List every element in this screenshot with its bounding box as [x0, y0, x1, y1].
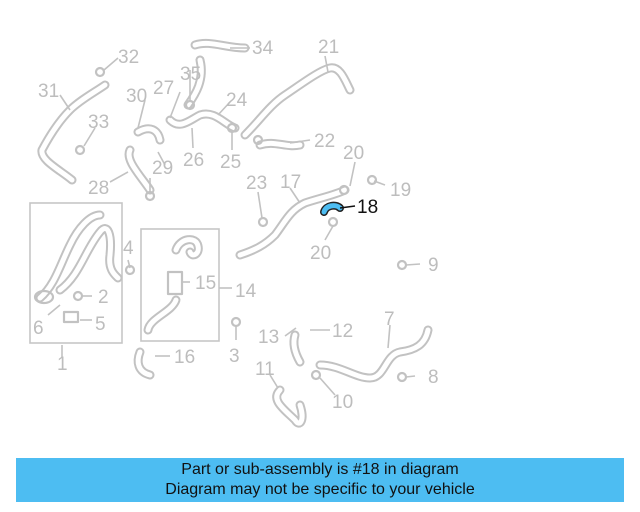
callout-labels: 1 2 3 4 5 6 7 8 9 10 11 12 13 14 15 16 1…: [33, 37, 439, 413]
callout-17: 17: [280, 172, 301, 193]
callout-29: 29: [152, 158, 173, 179]
hose-11-drawing: [272, 385, 307, 428]
callout-10: 10: [332, 392, 353, 413]
callout-11: 11: [255, 359, 275, 380]
hose-24-drawing: [165, 38, 250, 133]
callout-20-bottom: 20: [310, 243, 331, 264]
callout-7: 7: [384, 309, 395, 330]
callout-15: 15: [195, 273, 216, 294]
assembly-box-1: [29, 202, 123, 344]
hose-1-drawing: [33, 210, 123, 324]
callout-8: 8: [428, 367, 439, 388]
callout-9: 9: [428, 255, 439, 276]
callout-16: 16: [174, 347, 195, 368]
callout-22: 22: [314, 131, 335, 152]
callout-12: 12: [332, 321, 353, 342]
hose-13-drawing: [289, 330, 305, 367]
banner-part-text: Part or sub-assembly is #18 in diagram: [181, 461, 459, 478]
callout-33: 33: [88, 112, 109, 133]
callout-27: 27: [153, 78, 174, 99]
callout-1: 1: [57, 354, 68, 375]
callout-34: 34: [252, 38, 274, 59]
callout-6: 6: [33, 318, 44, 339]
callout-14: 14: [235, 281, 257, 302]
callout-4: 4: [123, 238, 134, 259]
info-banner: Part or sub-assembly is #18 in diagram D…: [16, 458, 624, 502]
callout-13: 13: [258, 327, 279, 348]
callout-35: 35: [180, 64, 201, 85]
callout-30: 30: [126, 86, 147, 107]
part-18-highlighted[interactable]: [320, 201, 344, 216]
callout-24: 24: [226, 90, 248, 111]
hose-28-drawing: [124, 124, 165, 195]
banner-disclaimer-text: Diagram may not be specific to your vehi…: [165, 481, 475, 498]
callout-20-top: 20: [343, 143, 364, 164]
callout-25: 25: [220, 152, 241, 173]
leader-lines: [47, 47, 421, 396]
hose-16-drawing: [133, 347, 155, 380]
callout-21: 21: [318, 37, 339, 58]
hose-7-drawing: [315, 325, 433, 383]
callout-3: 3: [229, 346, 240, 367]
hose-14-drawing: [143, 235, 203, 335]
callout-26: 26: [183, 150, 204, 171]
assembly-box-14: [140, 228, 220, 342]
callout-32: 32: [118, 47, 139, 68]
clamps: [72, 66, 408, 383]
callout-31: 31: [38, 81, 59, 102]
callout-19: 19: [390, 180, 411, 201]
hose-21-drawing: [240, 63, 355, 151]
callout-2: 2: [98, 287, 109, 308]
callout-23: 23: [246, 173, 267, 194]
callout-5: 5: [95, 314, 106, 335]
parts-diagram: 1 2 3 4 5 6 7 8 9 10 11 12 13 14 15 16 1…: [29, 37, 439, 428]
hose-17-drawing: [235, 185, 350, 260]
callout-18: 18: [357, 197, 378, 218]
callout-28: 28: [88, 178, 109, 199]
